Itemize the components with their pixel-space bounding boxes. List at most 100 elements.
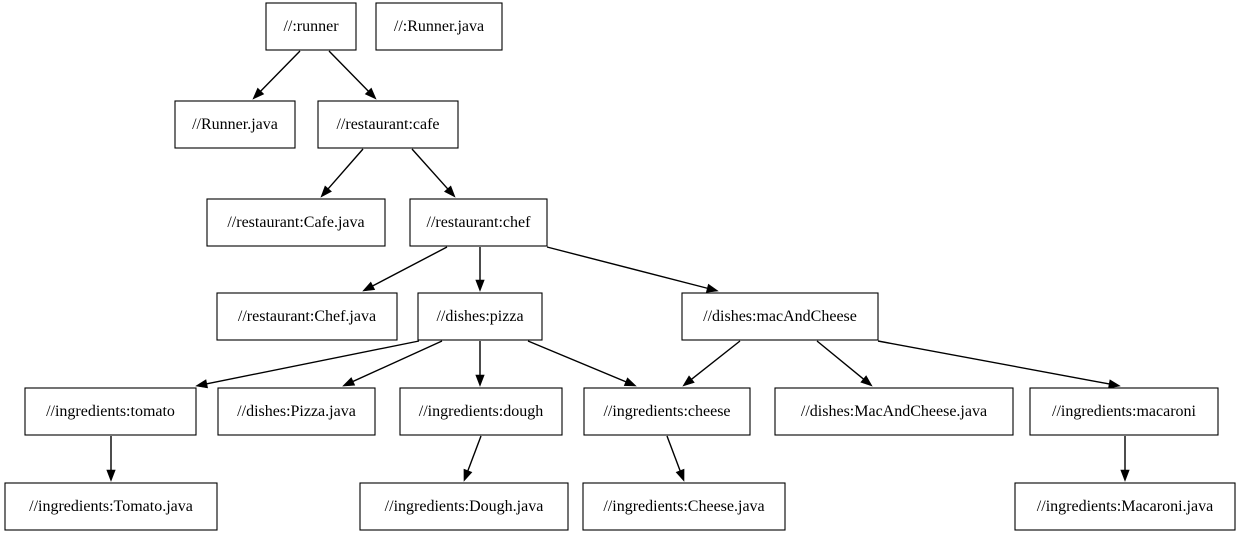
arrowhead-icon	[682, 375, 695, 387]
graph-node-runner[interactable]: //:runner	[265, 2, 357, 51]
node-box[interactable]	[582, 482, 786, 531]
arrowhead-icon	[252, 87, 265, 100]
arrowhead-icon	[1120, 469, 1130, 482]
node-label: //ingredients:Tomato.java	[29, 498, 193, 515]
edge-line	[411, 148, 449, 190]
arrowhead-icon	[195, 379, 208, 389]
graph-node-ingredients-cheese[interactable]: //ingredients:cheese	[583, 387, 751, 436]
node-box[interactable]	[359, 482, 569, 531]
edge-restaurant-chef-to-dishes-pizza	[475, 247, 485, 292]
edge-restaurant-chef-to-restaurant-chef-java	[362, 246, 448, 292]
node-label: //ingredients:Dough.java	[385, 498, 544, 515]
node-label: //dishes:macAndCheese	[703, 308, 857, 325]
edge-runner-to-runner-java	[252, 50, 301, 100]
arrowhead-icon	[475, 279, 485, 292]
edge-line	[467, 435, 482, 471]
graph-node-ingredients-dough-java[interactable]: //ingredients:Dough.java	[359, 482, 569, 531]
graph-node-restaurant-chef-java[interactable]: //restaurant:Chef.java	[216, 292, 398, 341]
edge-dishes-macandcheese-to-dishes-macandcheese-java	[816, 340, 873, 387]
edge-dishes-pizza-to-ingredients-dough	[475, 341, 485, 387]
edge-line	[816, 340, 864, 380]
edge-ingredients-macaroni-to-ingredients-macaroni-java	[1120, 436, 1130, 482]
graph-node-runner-java[interactable]: //Runner.java	[174, 100, 296, 149]
edge-line	[327, 148, 364, 190]
arrowhead-icon	[342, 377, 356, 387]
graph-node-ingredients-macaroni-java[interactable]: //ingredients:Macaroni.java	[1014, 482, 1236, 531]
node-box[interactable]	[1029, 387, 1219, 436]
node-label: //dishes:Pizza.java	[237, 403, 356, 420]
node-box[interactable]	[206, 198, 386, 247]
edge-line	[372, 246, 448, 287]
edge-restaurant-cafe-to-restaurant-cafe-java	[320, 148, 364, 198]
arrowhead-icon	[320, 185, 332, 198]
graph-node-dishes-pizza-java[interactable]: //dishes:Pizza.java	[217, 387, 376, 436]
graph-node-ingredients-cheese-java[interactable]: //ingredients:Cheese.java	[582, 482, 786, 531]
edge-ingredients-dough-to-ingredients-dough-java	[463, 435, 482, 482]
node-box[interactable]	[174, 100, 296, 149]
node-box[interactable]	[24, 387, 197, 436]
edge-dishes-pizza-to-ingredients-cheese	[527, 340, 637, 387]
graph-node-restaurant-cafe-java[interactable]: //restaurant:Cafe.java	[206, 198, 386, 247]
arrowhead-icon	[362, 281, 376, 292]
node-label: //ingredients:Macaroni.java	[1037, 498, 1213, 515]
graph-node-dishes-pizza[interactable]: //dishes:pizza	[417, 292, 543, 341]
node-box[interactable]	[399, 387, 563, 436]
edge-ingredients-tomato-to-ingredients-tomato-java	[106, 436, 116, 482]
graph-node-ingredients-tomato-java[interactable]: //ingredients:Tomato.java	[4, 482, 218, 531]
node-label: //ingredients:Cheese.java	[603, 498, 764, 515]
graph-node-root-runner-java[interactable]: //:Runner.java	[375, 2, 503, 51]
edge-ingredients-cheese-to-ingredients-cheese-java	[666, 435, 685, 482]
node-label: //ingredients:macaroni	[1052, 403, 1197, 420]
arrowhead-icon	[675, 468, 685, 482]
edge-line	[546, 246, 708, 289]
node-label: //restaurant:chef	[427, 214, 532, 231]
edge-line	[352, 340, 443, 383]
node-label: //dishes:pizza	[436, 308, 523, 325]
edges-layer	[106, 50, 1130, 482]
edge-line	[328, 50, 369, 92]
graph-node-dishes-macandcheese-java[interactable]: //dishes:MacAndCheese.java	[774, 387, 1014, 436]
node-box[interactable]	[216, 292, 398, 341]
node-box[interactable]	[4, 482, 218, 531]
node-box[interactable]	[1014, 482, 1236, 531]
node-box[interactable]	[681, 292, 879, 341]
arrowhead-icon	[444, 185, 456, 198]
node-box[interactable]	[217, 387, 376, 436]
edge-line	[260, 50, 301, 92]
edge-line	[206, 340, 420, 385]
node-box[interactable]	[409, 198, 548, 247]
node-box[interactable]	[375, 2, 503, 51]
edge-line	[877, 340, 1110, 385]
node-box[interactable]	[417, 292, 543, 341]
node-label: //dishes:MacAndCheese.java	[801, 403, 987, 420]
node-box[interactable]	[265, 2, 357, 51]
graph-node-ingredients-dough[interactable]: //ingredients:dough	[399, 387, 563, 436]
node-label: //:Runner.java	[394, 18, 484, 35]
edge-restaurant-chef-to-dishes-macandcheese	[546, 246, 719, 293]
graph-node-ingredients-tomato[interactable]: //ingredients:tomato	[24, 387, 197, 436]
edge-dishes-pizza-to-ingredients-tomato	[195, 340, 420, 389]
graph-node-ingredients-macaroni[interactable]: //ingredients:macaroni	[1029, 387, 1219, 436]
node-label: //ingredients:dough	[419, 403, 543, 420]
node-label: //ingredients:tomato	[46, 403, 175, 420]
node-label: //Runner.java	[192, 116, 278, 133]
graph-node-restaurant-cafe[interactable]: //restaurant:cafe	[317, 100, 459, 149]
graph-node-dishes-macandcheese[interactable]: //dishes:macAndCheese	[681, 292, 879, 341]
node-box[interactable]	[774, 387, 1014, 436]
edge-dishes-pizza-to-dishes-pizza-java	[342, 340, 443, 387]
edge-restaurant-cafe-to-restaurant-chef	[411, 148, 456, 198]
edge-line	[691, 340, 741, 380]
node-box[interactable]	[583, 387, 751, 436]
arrowhead-icon	[364, 87, 377, 100]
nodes-layer: //:runner //:Runner.java //Runner.java //re…	[4, 2, 1236, 531]
node-label: //:runner	[283, 18, 339, 35]
arrowhead-icon	[623, 377, 637, 387]
graph-node-restaurant-chef[interactable]: //restaurant:chef	[409, 198, 548, 247]
arrowhead-icon	[463, 468, 473, 482]
node-label: //restaurant:Cafe.java	[227, 214, 364, 231]
node-box[interactable]	[317, 100, 459, 149]
edge-line	[666, 435, 681, 471]
edge-line	[527, 340, 627, 383]
